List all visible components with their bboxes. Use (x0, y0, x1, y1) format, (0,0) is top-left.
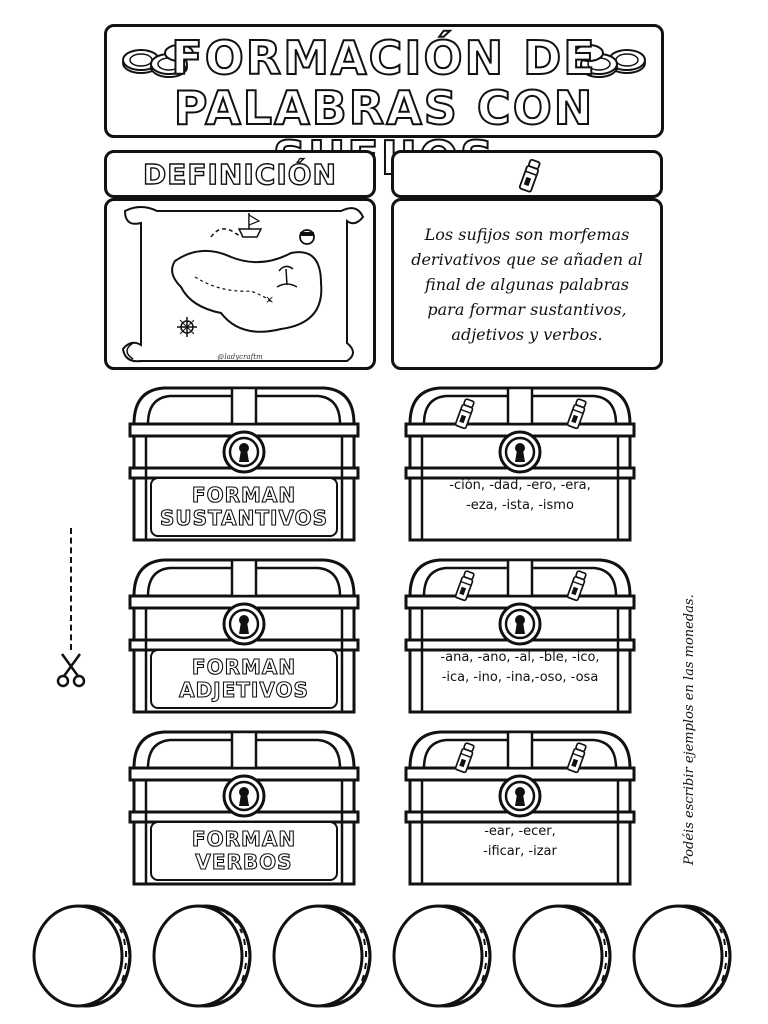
treasure-map-icon: × (121, 206, 365, 363)
definition-heading-box: DEFINICIÓN (104, 150, 376, 198)
chest-suffixes-sustantivos: -ción, -dad, -ero, -era, -eza, -ista, -i… (400, 384, 640, 544)
coins-icon (122, 44, 194, 78)
chest-label-line2: VERBOS (195, 850, 293, 874)
chest-label-line1: FORMAN (191, 483, 297, 507)
definition-text-line: Los sufijos son morfemas (424, 224, 630, 244)
coin-icon (628, 903, 734, 1009)
side-note: Podéis escribir ejemplos en las monedas. (682, 594, 697, 865)
chest-label-verbos: FORMAN VERBOS (124, 728, 364, 888)
suffix-list-line2: -ica, -ino, -ina,-oso, -osa (441, 670, 599, 685)
coin-icon (28, 903, 134, 1009)
definition-text-line: para formar sustantivos, (427, 299, 627, 319)
map-credit: @ladycraftm (217, 353, 263, 361)
chest-label-sustantivos: FORMAN SUSTANTIVOS (124, 384, 364, 544)
definition-text-box: Los sufijos son morfemas derivativos que… (391, 198, 663, 370)
coin-icon (508, 903, 614, 1009)
suffix-list-line1: -ción, -dad, -ero, -era, (449, 478, 591, 493)
coin-icon (268, 903, 374, 1009)
coin-icon (388, 903, 494, 1009)
chest-label-line1: FORMAN (191, 655, 297, 679)
chest-label-line1: FORMAN (191, 827, 297, 851)
page-title-line1: FORMACIÓN DE (170, 31, 597, 85)
suffix-list-line2: -ificar, -izar (483, 844, 557, 859)
chest-suffixes-adjetivos: -ana, -ano, -al, -ble, -ico, -ica, -ino,… (400, 556, 640, 716)
title-banner: FORMACIÓN DE PALABRAS CON SUFIJOS (104, 24, 664, 184)
chest-label: FORMAN VERBOS (150, 821, 338, 881)
chest-label-line2: SUSTANTIVOS (159, 506, 328, 530)
chest-suffixes-verbos: -ear, -ecer, -ificar, -izar (400, 728, 640, 888)
coins-icon (574, 44, 646, 78)
suffix-list-line1: -ear, -ecer, (484, 824, 556, 839)
treasure-map-box: × @ladycraftm (104, 198, 376, 370)
chest-label: FORMAN SUSTANTIVOS (150, 477, 338, 537)
svg-text:×: × (265, 293, 274, 306)
definition-text-line: adjetivos y verbos. (451, 324, 603, 344)
glue-box (391, 150, 663, 198)
definition-text-line: derivativos que se añaden al (411, 249, 643, 269)
cut-dashed-line (70, 528, 72, 650)
chest-label: FORMAN ADJETIVOS (150, 649, 338, 709)
chest-label-adjetivos: FORMAN ADJETIVOS (124, 556, 364, 716)
scissors-icon (56, 653, 86, 688)
definition-text-line: final de algunas palabras (425, 274, 629, 294)
glue-stick-icon (518, 159, 541, 193)
suffix-list-line2: -eza, -ista, -ismo (466, 498, 574, 513)
suffix-list-line1: -ana, -ano, -al, -ble, -ico, (440, 650, 600, 665)
chest-label-line2: ADJETIVOS (179, 678, 309, 702)
coin-icon (148, 903, 254, 1009)
definition-heading: DEFINICIÓN (142, 157, 337, 191)
